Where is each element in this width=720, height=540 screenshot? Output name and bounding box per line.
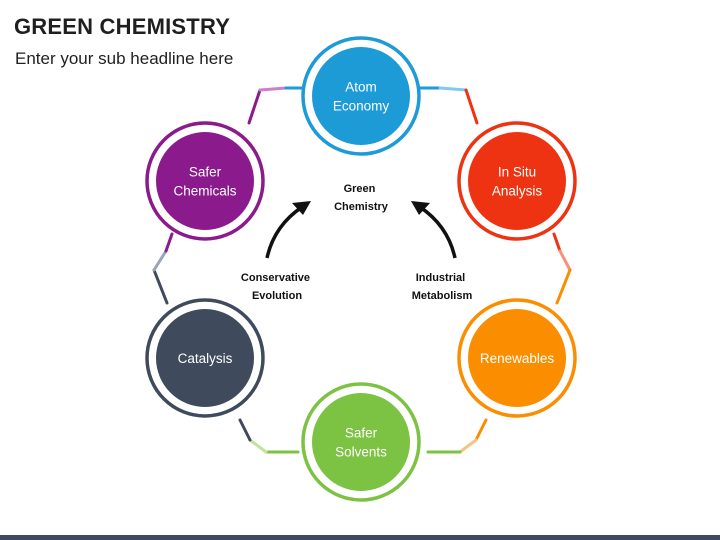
node-label: Renewables [480, 351, 555, 366]
node-circle [312, 47, 410, 145]
node-label-line: In Situ [498, 165, 536, 180]
connector [426, 418, 488, 454]
node-circle [156, 309, 254, 407]
node-label-line: Catalysis [178, 351, 233, 366]
center-title-line-1: Green [344, 183, 376, 195]
node-circle [468, 309, 566, 407]
node-label-line: Renewables [480, 351, 555, 366]
node-label-line: Atom [345, 80, 377, 95]
node-label-line: Safer [345, 426, 378, 441]
footer-bar [0, 535, 720, 540]
center-group: Green Chemistry Conservative Evolution I… [241, 183, 473, 302]
right-arrow-label-line-1: Industrial [416, 272, 466, 284]
left-arrowhead [292, 201, 311, 215]
page-subtitle: Enter your sub headline here [15, 49, 234, 68]
right-curved-arrow [419, 205, 457, 259]
node-label: Catalysis [178, 351, 233, 366]
center-title-line-2: Chemistry [334, 201, 389, 213]
node-label-line: Solvents [335, 445, 387, 460]
left-arrow-label-line-1: Conservative [241, 272, 310, 284]
node-label-line: Economy [333, 99, 390, 114]
left-arrow-label: Conservative Evolution [241, 272, 313, 302]
page-title: GREEN CHEMISTRY [14, 14, 231, 39]
node-renewables: Renewables [457, 298, 577, 418]
left-arrow-label-line-2: Evolution [252, 290, 302, 302]
node-label-line: Safer [189, 165, 222, 180]
center-title: Green Chemistry [334, 183, 389, 213]
right-arrow-label-line-2: Metabolism [412, 290, 473, 302]
connector [238, 418, 300, 454]
right-arrow-label: Industrial Metabolism [412, 272, 473, 302]
node-circle [156, 132, 254, 230]
node-label-line: Chemicals [173, 184, 236, 199]
left-curved-arrow [265, 205, 303, 259]
node-catalysis: Catalysis [145, 298, 265, 418]
node-label-line: Analysis [492, 184, 543, 199]
connector [152, 232, 174, 305]
right-arrowhead [411, 201, 430, 215]
node-circle [468, 132, 566, 230]
connector [552, 232, 572, 305]
node-circle [312, 393, 410, 491]
